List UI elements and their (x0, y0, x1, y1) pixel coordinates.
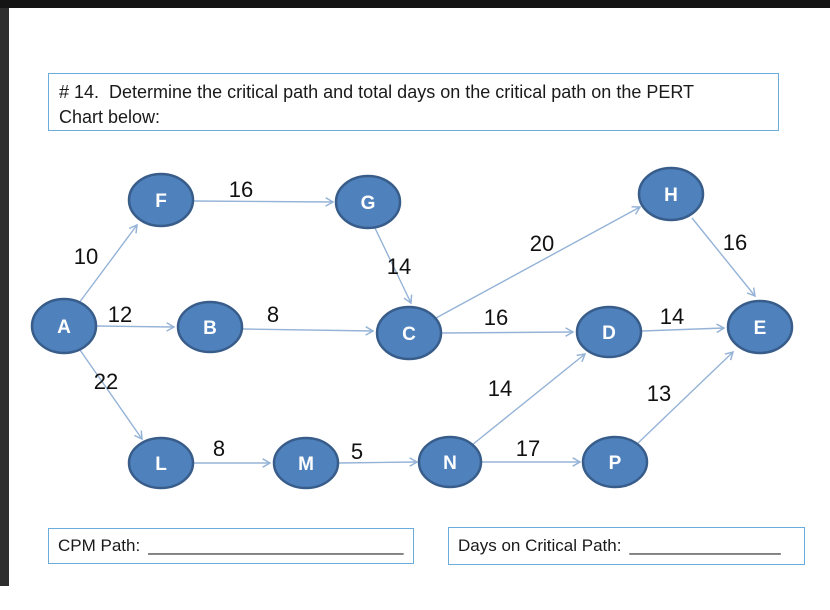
edge-weight-B-C: 8 (267, 302, 279, 327)
node-label-B: B (203, 318, 217, 339)
node-label-E: E (754, 318, 767, 339)
node-label-C: C (402, 324, 416, 345)
question-text-line1: # 14. Determine the critical path and to… (59, 82, 695, 102)
node-label-N: N (443, 453, 457, 474)
edge-A-B: 12 (96, 302, 176, 332)
node-B: B (176, 300, 244, 354)
days-label: Days on Critical Path: (458, 536, 622, 555)
node-label-M: M (298, 454, 314, 475)
edge-weight-P-E: 13 (647, 381, 671, 406)
days-answer-box: Days on Critical Path: ________________ (448, 527, 805, 565)
edge-weight-N-P: 17 (516, 436, 540, 461)
node-N: N (417, 435, 483, 489)
edge-weight-F-G: 16 (229, 177, 253, 202)
edge-weight-G-C: 14 (387, 254, 411, 279)
edge-weight-D-E: 14 (660, 304, 684, 329)
edge-weight-H-E: 16 (723, 230, 747, 255)
node-E: E (726, 299, 794, 355)
edge-M-N: 5 (338, 439, 419, 467)
edge-H-E: 16 (691, 217, 756, 298)
question-box: # 14. Determine the critical path and to… (48, 73, 779, 131)
edge-D-E: 14 (641, 304, 726, 334)
edge-weight-C-H: 20 (530, 231, 554, 256)
edge-G-C: 14 (373, 225, 413, 305)
window-top-bar (0, 0, 830, 8)
edge-L-M: 8 (194, 436, 272, 468)
node-C: C (375, 305, 443, 361)
node-label-P: P (609, 453, 622, 474)
node-H: H (637, 166, 705, 222)
node-label-D: D (602, 323, 616, 344)
cpm-path-label: CPM Path: (58, 536, 141, 555)
edge-weight-N-D: 14 (488, 376, 512, 401)
node-L: L (127, 436, 195, 490)
edge-N-P: 17 (482, 436, 582, 467)
node-F: F (127, 172, 195, 228)
edge-C-H: 20 (435, 206, 642, 319)
edge-P-E: 13 (636, 350, 735, 445)
edge-B-C: 8 (242, 302, 375, 336)
edge-A-L: 22 (79, 349, 143, 441)
edge-weight-A-B: 12 (108, 302, 132, 327)
cpm-path-answer-box: CPM Path: ___________________________ (48, 528, 414, 564)
cpm-path-blank[interactable]: ___________________________ (148, 536, 404, 555)
node-label-A: A (57, 317, 71, 338)
node-A: A (30, 297, 98, 355)
node-P: P (581, 435, 649, 489)
edge-weight-A-F: 10 (74, 244, 98, 269)
edge-A-F: 10 (74, 223, 138, 304)
edge-F-G: 16 (192, 177, 335, 207)
edge-weight-M-N: 5 (351, 439, 363, 464)
node-label-F: F (155, 191, 167, 212)
edge-weight-A-L: 22 (94, 369, 118, 394)
node-M: M (272, 436, 340, 490)
edge-C-D: 16 (441, 305, 575, 337)
edge-N-D: 14 (471, 353, 587, 446)
node-D: D (575, 305, 643, 359)
window-left-edge (0, 8, 9, 586)
edge-weight-C-D: 16 (484, 305, 508, 330)
node-label-H: H (664, 185, 678, 206)
question-text-line2: Chart below: (59, 107, 161, 127)
days-blank[interactable]: ________________ (629, 536, 781, 555)
edge-weight-L-M: 8 (213, 436, 225, 461)
node-G: G (334, 174, 402, 230)
node-label-G: G (361, 193, 376, 214)
node-label-L: L (155, 454, 167, 475)
